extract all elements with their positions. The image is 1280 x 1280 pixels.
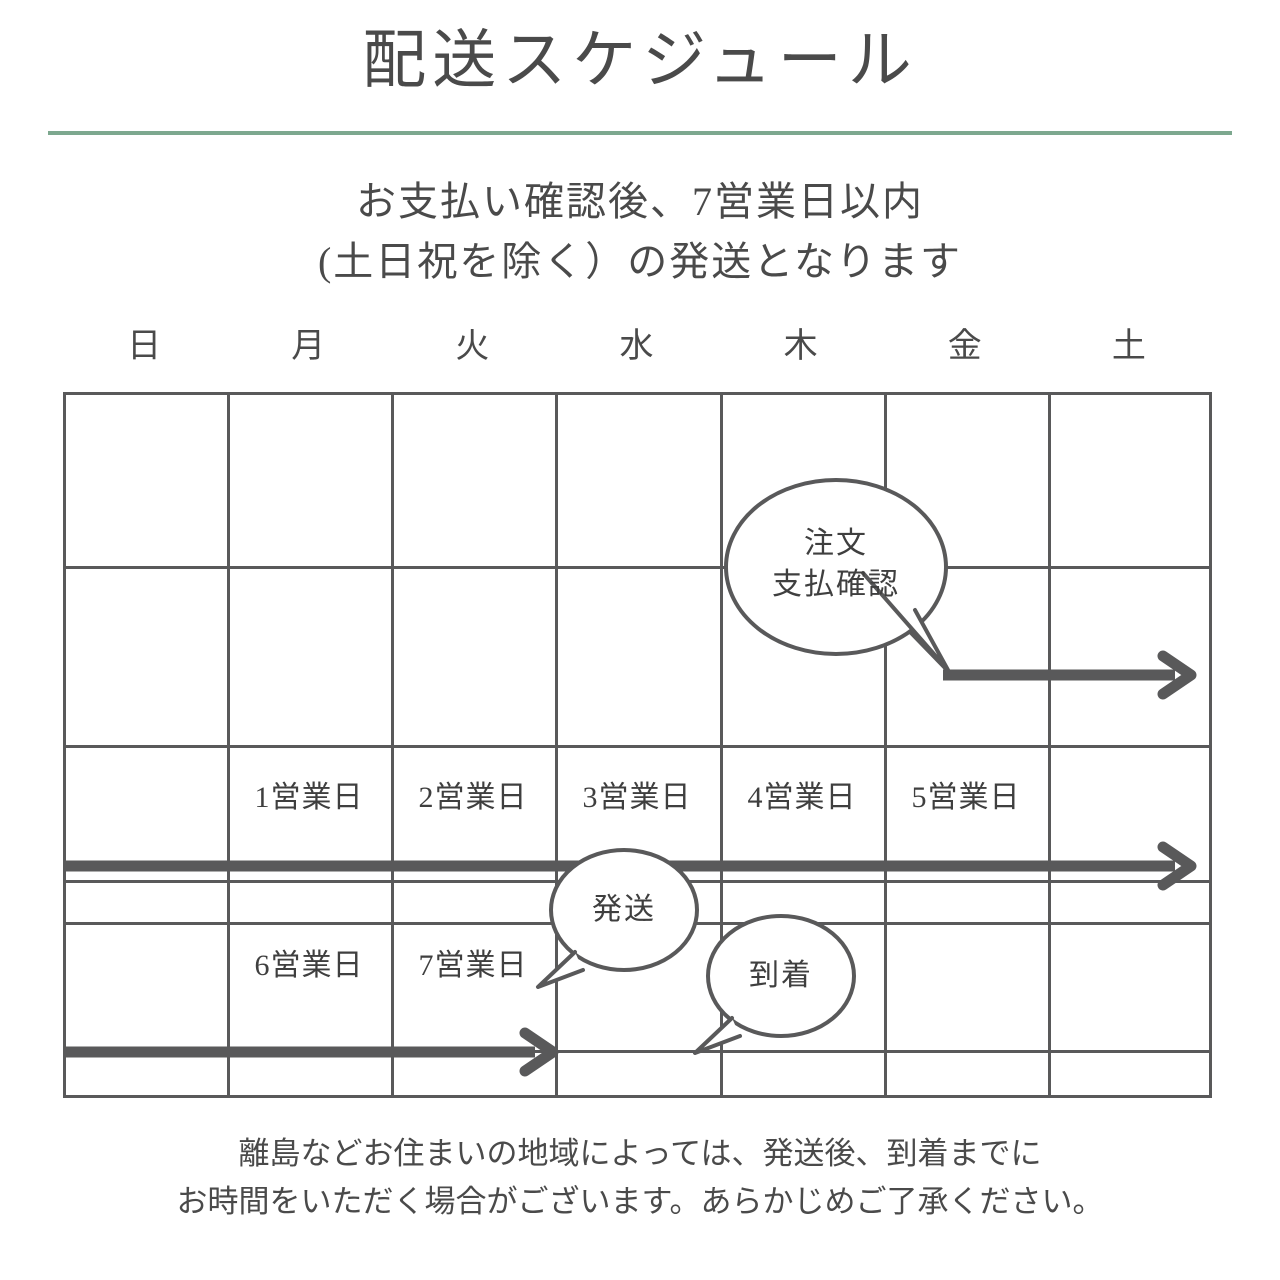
- footer-line-1: 離島などお住まいの地域によっては、発送後、到着までに: [238, 1136, 1042, 1171]
- cell-business-day-7: 7営業日: [418, 949, 528, 982]
- bubble-order-payment-label: 注文 支払確認: [736, 524, 936, 605]
- bubble-order-payment-shape: [724, 478, 950, 672]
- grid-hline-1: [63, 566, 1212, 569]
- grid-hline-5: [63, 1050, 1212, 1053]
- subtitle-line-2: (土日祝を除く）の発送となります: [317, 239, 963, 284]
- title-divider: [48, 131, 1232, 135]
- speech-bubbles: [536, 478, 950, 1055]
- page-title: 配送スケジュール: [362, 25, 918, 96]
- bubble-shipping-label: 発送: [592, 893, 656, 926]
- cell-business-day-4: 4営業日: [747, 781, 857, 814]
- subtitle-line-1: お支払い確認後、7営業日以内: [356, 179, 924, 224]
- weekday-wednesday: 水: [619, 328, 656, 365]
- footer-note: 離島などお住まいの地域によっては、発送後、到着までに お時間をいただく場合がござ…: [0, 1130, 1280, 1226]
- cell-business-day-2: 2営業日: [418, 781, 528, 814]
- weekday-sunday: 日: [127, 328, 164, 365]
- bubble-arrival-label: 到着: [749, 959, 813, 992]
- bubble-order-line-2: 支払確認: [772, 567, 900, 601]
- bubble-shipping-shape: [536, 848, 699, 989]
- bubble-arrival-shape: [693, 914, 856, 1055]
- weekday-friday: 金: [947, 328, 984, 365]
- subtitle: お支払い確認後、7営業日以内 (土日祝を除く）の発送となります: [0, 172, 1280, 292]
- grid-hline-2: [63, 745, 1212, 748]
- weekday-header: 日 月 火 水 木 金 土: [63, 318, 1212, 376]
- cell-business-day-3: 3営業日: [582, 781, 692, 814]
- footer-line-2: お時間をいただく場合がございます。あらかじめご了承ください。: [176, 1184, 1104, 1220]
- weekday-thursday: 木: [783, 328, 820, 365]
- cell-business-day-6: 6営業日: [254, 949, 364, 982]
- weekday-tuesday: 火: [455, 328, 492, 365]
- cell-business-day-5: 5営業日: [911, 781, 1021, 814]
- bubble-order-line-1: 注文: [804, 527, 868, 560]
- cell-business-day-1: 1営業日: [254, 781, 364, 814]
- weekday-saturday: 土: [1111, 328, 1148, 365]
- calendar-grid: 1営業日 2営業日 3営業日 4営業日 5営業日 6営業日 7営業日: [63, 392, 1212, 1098]
- weekday-monday: 月: [291, 328, 328, 365]
